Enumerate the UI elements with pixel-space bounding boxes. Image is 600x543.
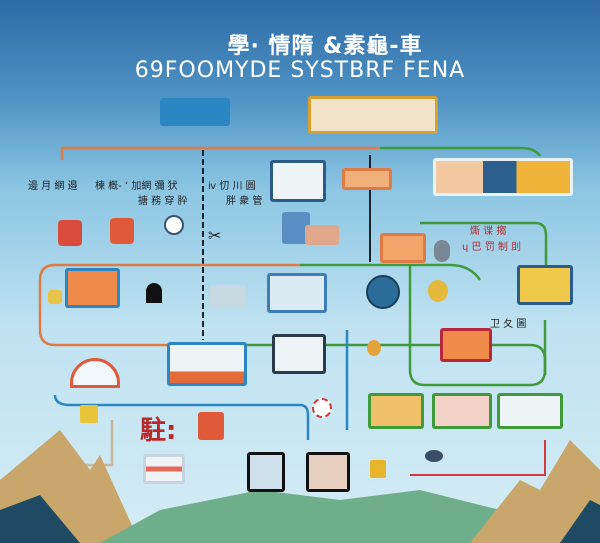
- green-box: [408, 265, 547, 387]
- gear-icon: [428, 280, 448, 302]
- lock-icon: [434, 240, 450, 262]
- monitor-dashboard: [267, 273, 327, 313]
- laptop-panel: [380, 233, 426, 263]
- stamp-icon: [312, 398, 332, 418]
- browser-card: [143, 454, 185, 484]
- monitor-chart: [65, 268, 120, 308]
- orange-top-line: [60, 146, 380, 160]
- devices-icon: [210, 285, 246, 307]
- red-line: [410, 440, 546, 476]
- title-line-2: 69FOOMYDE SYSTBRF FENA: [134, 58, 466, 83]
- brain-icon: [164, 215, 184, 235]
- title-line-1: 學· 情隋 &素龜‑車: [227, 34, 423, 59]
- headphones-icon: [146, 283, 162, 303]
- label-7: ɥ 巴 罚 制 刞: [462, 242, 522, 253]
- coin-icon: [367, 340, 381, 356]
- label-2: 楝 槪- ʻ 加網 彌 犾: [95, 181, 178, 192]
- tablet-1: [247, 452, 285, 492]
- blue-line: [53, 394, 310, 440]
- server-panel: [342, 168, 392, 190]
- panel-green-1: [368, 393, 424, 429]
- label-8: 卫 夂 圖: [490, 319, 527, 330]
- green-right-line: [420, 221, 548, 265]
- toolbox-icon: [110, 218, 134, 244]
- note-icon: [370, 460, 386, 478]
- folder-icon: [48, 290, 62, 304]
- tools-icon: ✂: [208, 226, 222, 245]
- monitor-text: [272, 334, 326, 374]
- label-4: ⅳ 忉 川 圆: [208, 181, 256, 192]
- top-image-panel: [308, 96, 438, 134]
- tablet-2: [306, 452, 350, 492]
- large-glyph-1: 駐:: [140, 416, 177, 446]
- drone-icon: [425, 450, 443, 462]
- factory-icon: [305, 225, 339, 245]
- badge-icon: [80, 405, 98, 423]
- mountains-hills: [100, 490, 540, 543]
- mountains-right: [470, 440, 600, 543]
- label-5: 胖 衆 管: [226, 196, 263, 207]
- monitor-document: [270, 160, 326, 202]
- chart-glyph-icon: [198, 412, 224, 440]
- top-banner-panel: [160, 98, 230, 126]
- bag-icon: [58, 220, 82, 246]
- panel-green-3: [497, 393, 563, 429]
- orange-loop: [38, 263, 300, 347]
- label-6: 燍 谍 搊: [470, 226, 507, 237]
- mountains-dark: [0, 495, 600, 543]
- image-gallery-panel: [433, 158, 573, 196]
- user-avatar-icon: [366, 275, 400, 309]
- monitor-map: [517, 265, 573, 305]
- green-top-line: [380, 146, 542, 157]
- panel-green-2: [432, 393, 492, 429]
- label-3: 搪 務 穿 肸: [138, 196, 188, 207]
- bar-chart-panel: [167, 342, 247, 386]
- label-1: 邊 月 網 邉: [28, 181, 78, 192]
- monitor-analytics: [440, 328, 492, 362]
